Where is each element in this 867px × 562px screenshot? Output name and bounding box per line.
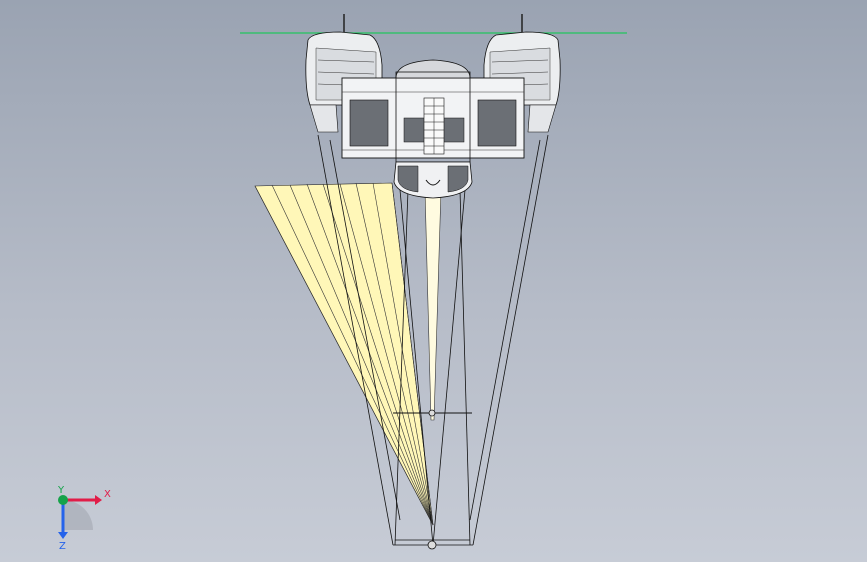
x-axis-label: X bbox=[104, 489, 111, 500]
z-axis-label: Z bbox=[59, 541, 66, 550]
swept-fan[interactable] bbox=[254, 182, 434, 526]
mid-pivot[interactable] bbox=[428, 409, 436, 417]
bottom-pivot[interactable] bbox=[427, 540, 437, 550]
y-axis-point bbox=[58, 495, 68, 505]
y-axis-label: Y bbox=[57, 485, 65, 496]
top-assembly[interactable] bbox=[305, 14, 561, 199]
pendulum-rod[interactable] bbox=[424, 189, 442, 421]
frame-wireframe[interactable] bbox=[317, 134, 549, 546]
coordinate-triad: X Y Z bbox=[57, 485, 111, 550]
